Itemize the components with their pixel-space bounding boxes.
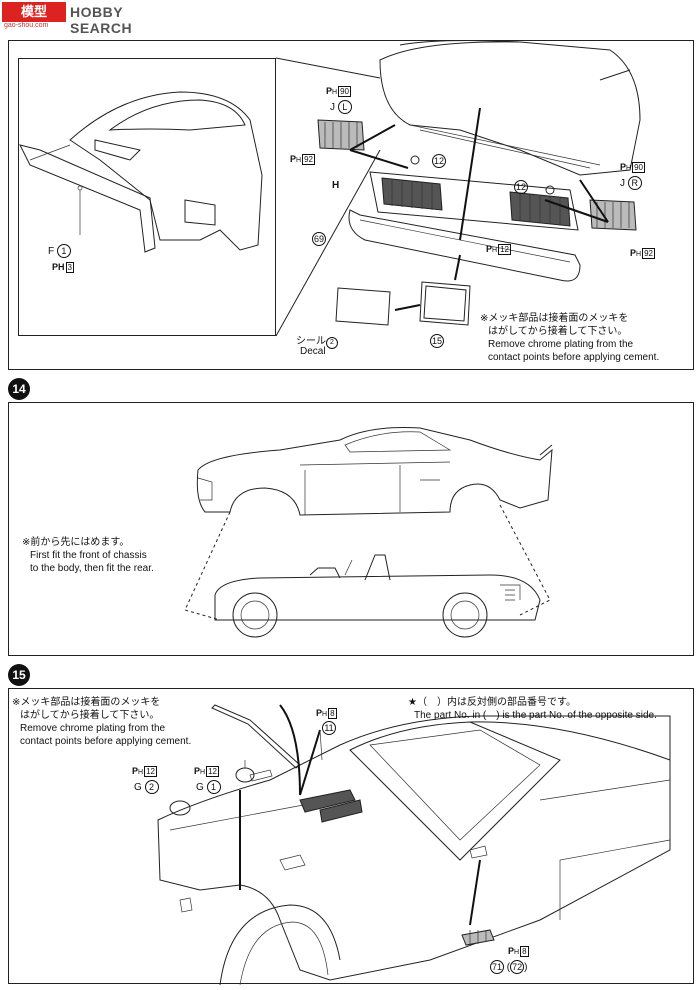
step-15-note-jp-2: はがしてから接着して下さい。 <box>20 710 160 721</box>
step-14-note-en-1: First fit the front of chassis <box>30 550 147 561</box>
logo-subtext: gao-shou.com <box>4 22 49 29</box>
decal-en-label: Decal <box>300 346 326 357</box>
part-F1-label: F 1 <box>48 244 71 258</box>
step-14-note-en-2: to the body, then fit the rear. <box>30 563 154 574</box>
part-G2-label: G 2 <box>134 780 159 794</box>
logo-badge-icon: 模型 <box>2 2 66 22</box>
step-13-note-en-2: contact points before applying cement. <box>488 352 660 363</box>
part-11-label: 11 <box>322 721 336 735</box>
part-J-R-label: J R <box>620 176 642 190</box>
step-15-star-note-en: The part No. in ( ) is the part No. of t… <box>414 710 657 721</box>
step-13-note-en-1: Remove chrome plating from the <box>488 339 634 350</box>
part-12-left-label: 12 <box>432 154 446 168</box>
step-13-note-jp-2: はがしてから接着して下さい。 <box>488 326 628 337</box>
logo: 模型 HOBBY SEARCH gao-shou.com <box>2 2 162 36</box>
step-14-number: 14 <box>8 378 30 400</box>
step-15-star-note-jp: ★（ ）内は反対側の部品番号です。 <box>408 697 576 708</box>
part-69-label: 69 <box>312 232 326 246</box>
step-13-panel <box>8 40 694 370</box>
part-J-L-label: J L <box>330 100 352 114</box>
step-15-note-en-1: Remove chrome plating from the <box>20 723 166 734</box>
logo-text: HOBBY SEARCH <box>70 4 133 36</box>
step-15-number: 15 <box>8 664 30 686</box>
part-15-label: 15 <box>430 334 444 348</box>
step-15-panel <box>8 688 694 984</box>
step-15-note-jp-1: ※メッキ部品は接着面のメッキを <box>12 697 161 708</box>
step-13-note-jp-1: ※メッキ部品は接着面のメッキを <box>480 313 629 324</box>
step-15-note-en-2: contact points before applying cement. <box>20 736 192 747</box>
part-12-right-label: 12 <box>514 180 528 194</box>
part-H-label: H <box>332 180 340 191</box>
part-71-72-label: 71 (72) <box>490 960 528 974</box>
part-G1-label: G 1 <box>196 780 221 794</box>
step-14-panel <box>8 402 694 656</box>
step-14-note-jp: ※前から先にはめます。 <box>22 537 130 548</box>
step-13-inset <box>18 58 276 336</box>
